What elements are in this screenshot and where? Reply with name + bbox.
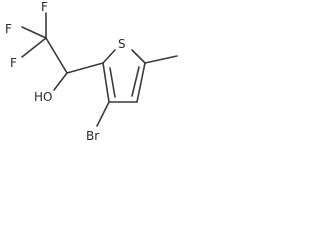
bond-carbinol-oh	[53, 72, 68, 91]
atom-hydroxyl: HO	[34, 90, 52, 104]
bond-s-c5	[131, 49, 146, 64]
bond-c3-br	[96, 101, 110, 127]
bond-c2-c3-double	[109, 67, 116, 98]
bond-c5-methyl	[144, 55, 178, 64]
atom-f-top: F	[41, 0, 48, 14]
bond-carbinol-c2	[66, 62, 104, 74]
molecule-canvas: F F F S HO Br	[0, 0, 199, 157]
bond-c3-c2	[102, 62, 110, 103]
bond-c2-s	[102, 49, 116, 64]
atom-bromine: Br	[86, 129, 99, 143]
bond-c4-c5-double	[131, 66, 140, 97]
bond-c5-c4	[136, 62, 146, 103]
molecule-structure: F F F S HO Br	[5, 0, 178, 143]
atom-f-upper-left: F	[5, 22, 12, 36]
atom-sulfur: S	[118, 37, 126, 51]
bond-cf3-carbinol	[45, 37, 68, 74]
atom-f-lower-left: F	[10, 56, 17, 70]
bond-cf3-f-upper-left	[21, 26, 47, 39]
bond-cf3-f-lower-left	[21, 37, 47, 58]
